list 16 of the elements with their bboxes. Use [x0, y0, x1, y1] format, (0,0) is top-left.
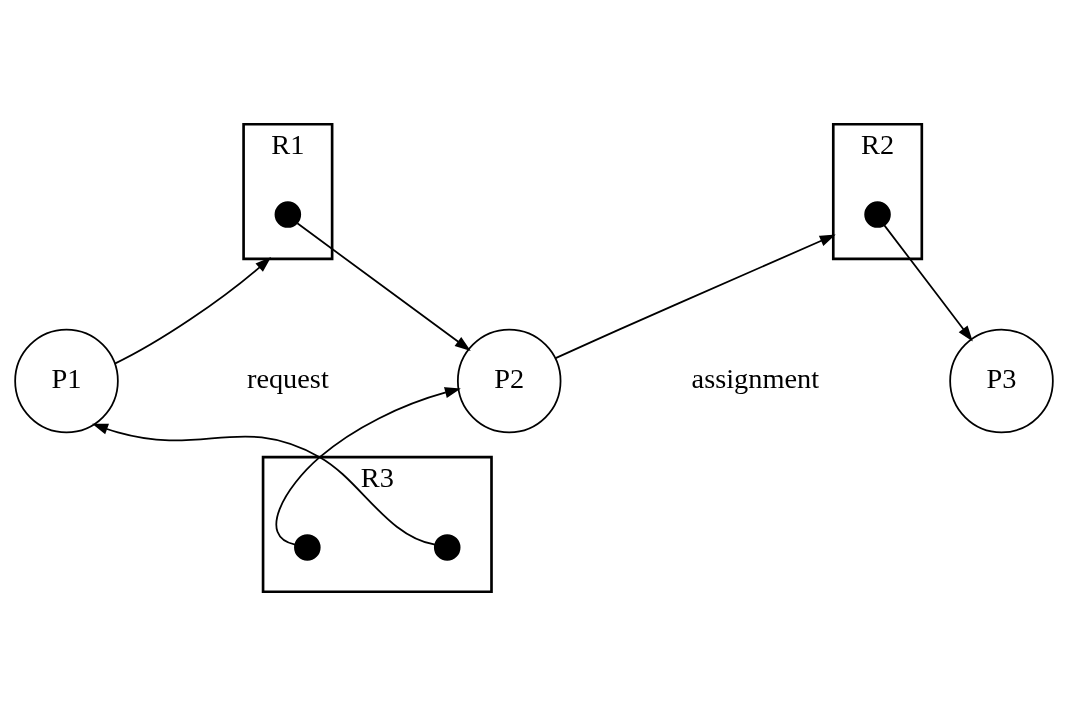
cluster: R3 — [261, 455, 493, 594]
cluster: R2 — [831, 122, 924, 261]
arrow — [554, 234, 836, 360]
arrow — [275, 387, 461, 546]
arrow — [296, 222, 471, 351]
node-circle — [294, 534, 321, 561]
label: request — [246, 362, 329, 394]
arrow — [113, 257, 272, 365]
node-circle — [274, 201, 302, 228]
node-circle — [433, 534, 461, 561]
arrow — [883, 224, 973, 342]
arrow — [92, 423, 436, 546]
node-circle — [864, 201, 891, 228]
label: assignment — [691, 362, 820, 394]
cluster: R1 — [242, 122, 334, 261]
node-circle: P3 — [949, 328, 1054, 434]
